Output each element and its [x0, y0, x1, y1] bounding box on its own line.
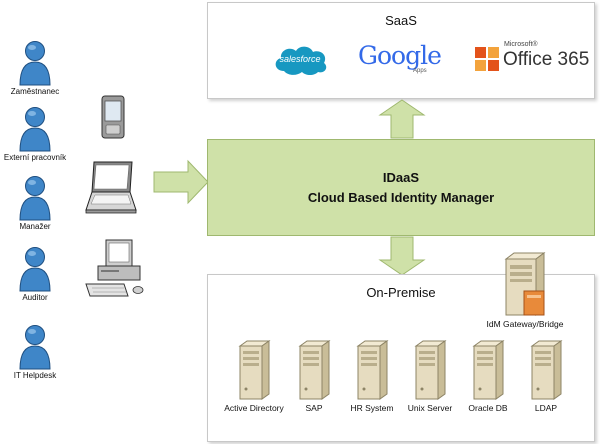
server-label: Active Directory [224, 403, 284, 413]
server-label: Oracle DB [468, 403, 508, 413]
google-text: Google [358, 41, 442, 70]
server-icon [472, 340, 505, 400]
user-auditor: Auditor [0, 246, 75, 302]
laptop-icon [85, 161, 137, 214]
user-manazer: Manažer [0, 175, 75, 231]
office-text: Office 365 [503, 49, 590, 70]
person-icon [19, 176, 51, 221]
arrow-right-to-idaas [153, 159, 209, 205]
server-label: Unix Server [407, 403, 453, 413]
saas-box: SaaS salesforce Google Apps Microsoft® O… [207, 2, 595, 99]
google-apps-logo: Google Apps [358, 43, 448, 77]
arrow-down-to-onprem [378, 236, 426, 276]
server-active-directory: Active Directory [220, 339, 288, 413]
gateway-server-icon [504, 252, 546, 316]
server-icon [238, 340, 271, 400]
google-apps-subtext: Apps [413, 68, 427, 74]
user-label: Auditor [22, 293, 48, 302]
user-it-helpdesk: IT Helpdesk [0, 324, 75, 380]
user-label: Manažer [19, 222, 51, 231]
user-zamestnanec: Zaměstnanec [0, 40, 75, 96]
server-unix: Unix Server [396, 339, 464, 413]
server-hr-system: HR System [338, 339, 406, 413]
user-label: IT Helpdesk [13, 371, 57, 380]
person-icon [19, 247, 51, 292]
idaas-box: IDaaS Cloud Based Identity Manager [207, 139, 595, 236]
person-icon [19, 107, 51, 152]
server-ldap: LDAP [512, 339, 580, 413]
server-icon [298, 340, 331, 400]
server-label: HR System [350, 403, 394, 413]
gateway-server: IdM Gateway/Bridge [470, 251, 580, 329]
desktop-computer-icon [85, 239, 144, 297]
user-externi-pracovnik: Externí pracovník [0, 106, 75, 162]
server-label: SAP [305, 403, 323, 413]
person-icon [19, 325, 51, 370]
onprem-box: On-Premise IdM Gateway/Bridge Active Dir… [207, 252, 595, 442]
salesforce-logo: salesforce [270, 41, 330, 79]
server-icon [356, 340, 389, 400]
saas-title: SaaS [385, 13, 417, 28]
server-sap: SAP [280, 339, 348, 413]
salesforce-text: salesforce [279, 54, 321, 64]
person-icon [19, 41, 51, 86]
user-label: Externí pracovník [3, 153, 67, 162]
server-icon [530, 340, 563, 400]
office365-logo: Microsoft® Office 365 [474, 41, 590, 75]
mobile-device-icon [101, 95, 125, 139]
idaas-title: IDaaS [382, 169, 420, 185]
salesforce-cloud-icon [275, 46, 327, 75]
microsoft-text: Microsoft® [504, 41, 538, 48]
arrow-up-to-saas [378, 99, 426, 139]
gateway-label: IdM Gateway/Bridge [486, 319, 564, 329]
idaas-subtitle: Cloud Based Identity Manager [307, 189, 495, 205]
server-label: LDAP [534, 403, 558, 413]
server-icon [414, 340, 447, 400]
onprem-title: On-Premise [366, 285, 436, 300]
user-label: Zaměstnanec [10, 87, 60, 96]
server-oracle-db: Oracle DB [454, 339, 522, 413]
office-icon [475, 47, 499, 71]
